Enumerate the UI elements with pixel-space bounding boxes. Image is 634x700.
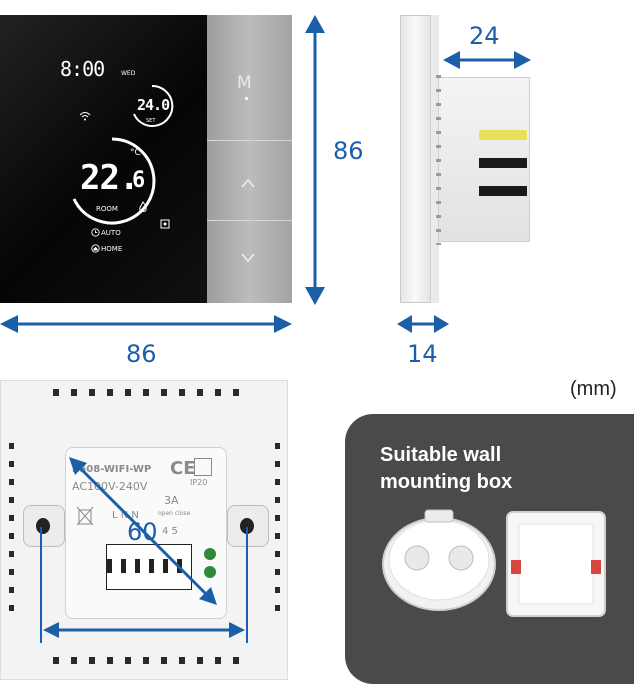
side-view xyxy=(400,15,534,303)
ip-box xyxy=(194,458,212,476)
set-temp-ring xyxy=(133,84,174,127)
width-dimension-label: 86 xyxy=(126,340,157,368)
hole xyxy=(36,518,50,534)
clock-icon xyxy=(91,228,100,237)
room-temp-unit: °C xyxy=(130,148,141,158)
voltage-label: AC100V-240V xyxy=(72,480,148,493)
hole-span-arrow xyxy=(40,617,248,643)
button-divider xyxy=(207,220,292,221)
up-button[interactable] xyxy=(240,177,256,189)
hole xyxy=(240,518,254,534)
height-dimension-arrow xyxy=(305,15,325,305)
mode-button[interactable]: M xyxy=(237,73,252,93)
height-dimension-label: 86 xyxy=(333,137,364,165)
open-close-label: open close xyxy=(158,510,191,517)
set-label: SET xyxy=(146,118,156,124)
current-label: 3A xyxy=(164,494,179,507)
bottom-vent-row xyxy=(53,657,243,664)
flame-icon xyxy=(139,201,147,212)
ip-label: IP20 xyxy=(190,478,208,487)
mounting-hole-left xyxy=(23,505,65,547)
vent-slot xyxy=(479,130,527,140)
green-terminal xyxy=(204,566,216,578)
room-temp-decimal: 6 xyxy=(132,168,145,193)
home-icon xyxy=(91,244,100,253)
bin-icon xyxy=(76,506,94,526)
mode-led-dot xyxy=(245,97,248,100)
mounting-box-panel: Suitable wall mounting box xyxy=(345,414,634,684)
top-vent-row xyxy=(53,389,243,396)
child-lock-icon xyxy=(160,219,170,229)
thickness-dimension-label: 14 xyxy=(407,340,438,368)
depth-dimension-label: 24 xyxy=(469,22,500,50)
button-divider xyxy=(207,140,292,141)
model-label: P508-WIFI-WP xyxy=(72,464,152,475)
panel-title: Suitable wall mounting box xyxy=(380,444,513,493)
set-temp-value: 24.0 xyxy=(137,96,170,114)
down-button[interactable] xyxy=(240,252,256,264)
depth-dimension-arrow xyxy=(443,51,531,69)
room-temp-ring xyxy=(72,137,156,225)
width-dimension-arrow xyxy=(0,315,292,333)
diagonal-dimension-arrow xyxy=(69,457,217,605)
right-vent-column xyxy=(275,443,280,613)
green-terminal xyxy=(204,548,216,560)
ce-mark: CE xyxy=(170,458,196,479)
home-label: HOME xyxy=(101,245,123,253)
side-back-housing xyxy=(438,77,530,242)
round-mounting-box xyxy=(382,509,496,611)
vent-slot xyxy=(479,186,527,196)
weekday-label: WED xyxy=(121,70,136,77)
hole-guide-line-left xyxy=(40,527,42,619)
button-strip: M xyxy=(207,15,292,303)
back-view: P508-WIFI-WP CE AC100V-240V IP20 3A L N … xyxy=(0,380,288,680)
front-view: M 8:00 WED 24.0 SET 22. 6 °C ROOM xyxy=(0,15,292,303)
room-temp-integer: 22. xyxy=(80,158,139,198)
room-label: ROOM xyxy=(96,205,118,213)
hole-guide-line-right xyxy=(246,527,248,619)
wifi-icon xyxy=(79,112,91,121)
vent-slot xyxy=(479,158,527,168)
unit-label: (mm) xyxy=(570,378,617,400)
left-vent-column xyxy=(9,443,14,613)
thickness-dimension-arrow xyxy=(397,315,449,333)
clock-display: 8:00 xyxy=(60,57,105,81)
terminal-labels-2: 4 5 xyxy=(162,526,178,537)
screen-glass xyxy=(0,15,207,303)
auto-label: AUTO xyxy=(101,229,121,237)
side-plate-edge xyxy=(430,15,439,303)
square-mounting-box xyxy=(506,511,606,617)
span-dimension-label: 60 xyxy=(127,518,158,546)
side-ribs xyxy=(436,75,441,245)
